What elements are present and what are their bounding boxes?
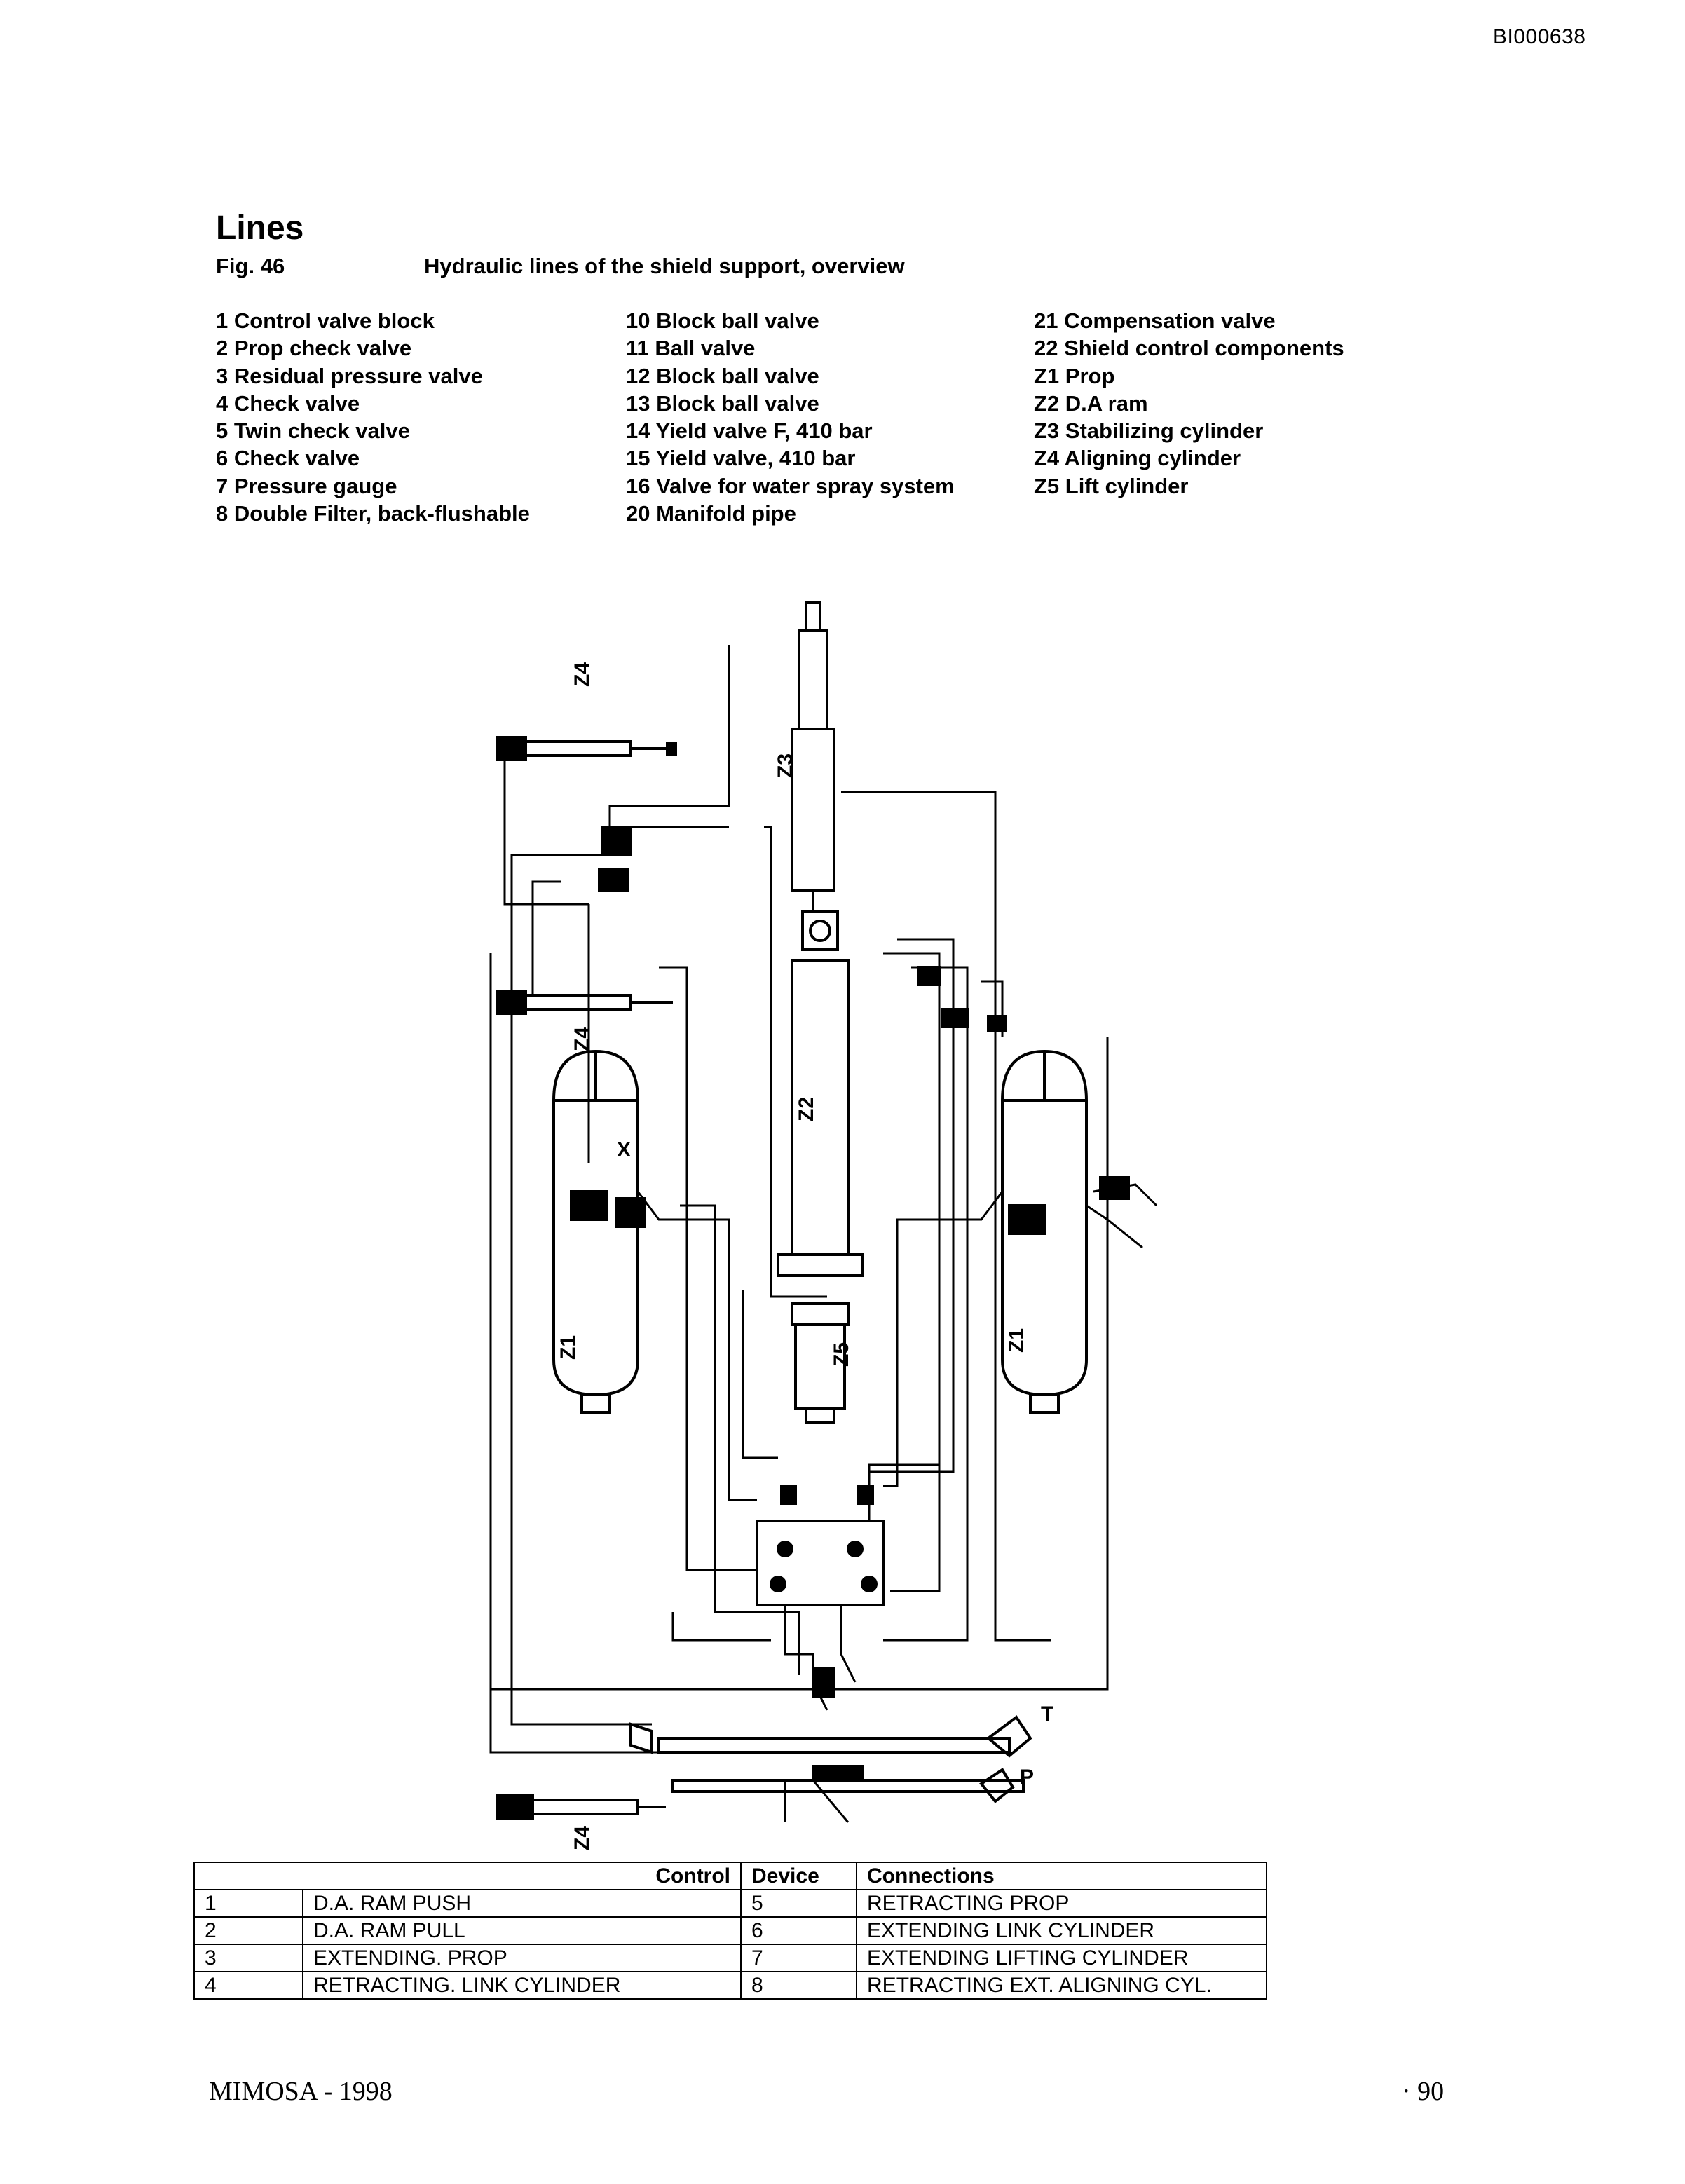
label-z4-top: Z4 [571, 662, 594, 687]
legend-column-1: 1 Control valve block 2 Prop check valve… [216, 307, 530, 527]
legend-item: 3 Residual pressure valve [216, 363, 483, 388]
table-header-row: Control Device Connections [193, 1862, 1268, 1890]
legend-item: 5 Twin check valve [216, 418, 410, 444]
table-row: 4 RETRACTING. LINK CYLINDER 8 RETRACTING… [193, 1971, 1268, 2000]
control-function: D.A. RAM PUSH [301, 1889, 742, 1918]
legend-item: 21 Compensation valve [1034, 308, 1276, 333]
aligning-cylinder-bottom [496, 1794, 666, 1820]
header-device: Device [740, 1862, 858, 1890]
control-function: D.A. RAM PULL [301, 1916, 742, 1945]
label-z5: Z5 [830, 1342, 853, 1367]
legend-item: 13 Block ball valve [626, 390, 819, 416]
legend-item: 2 Prop check valve [216, 336, 412, 361]
stabilizing-cylinder [791, 601, 835, 911]
legend-item: 8 Double Filter, back-flushable [216, 501, 530, 526]
connections-table: Control Device Connections 1 D.A. RAM PU… [193, 1862, 1268, 2000]
aligning-cylinder-middle [496, 990, 673, 1015]
row-number: 4 [193, 1971, 303, 2000]
legend-item: Z2 D.A ram [1034, 390, 1148, 416]
header-connections: Connections [856, 1862, 1268, 1890]
label-z3: Z3 [774, 753, 797, 778]
footer-publication: MIMOSA - 1998 [209, 2077, 393, 2106]
legend-item: Z4 Aligning cylinder [1034, 446, 1241, 471]
legend-item: 14 Yield valve F, 410 bar [626, 418, 873, 444]
connection-function: EXTENDING LIFTING CYLINDER [856, 1944, 1268, 1972]
legend-item: Z5 Lift cylinder [1034, 473, 1189, 498]
control-function: EXTENDING. PROP [301, 1944, 742, 1972]
label-z4-middle: Z4 [571, 1027, 594, 1051]
device-number: 8 [740, 1971, 858, 2000]
legend-item: 10 Block ball valve [626, 308, 819, 333]
manifold-pipes [629, 1715, 1032, 1803]
control-valve-block [756, 1520, 885, 1606]
connection-function: EXTENDING LINK CYLINDER [856, 1916, 1268, 1945]
table-row: 2 D.A. RAM PULL 6 EXTENDING LINK CYLINDE… [193, 1916, 1268, 1945]
hydraulic-schematic: Z4 Z4 Z4 Z3 Z2 Z5 Z1 Z1 T P X [489, 601, 1158, 1850]
prop-cylinder-right [1001, 1049, 1088, 1414]
control-function: RETRACTING. LINK CYLINDER [301, 1971, 742, 2000]
valve-cluster [570, 826, 1130, 1779]
legend-item: 6 Check valve [216, 446, 360, 471]
row-number: 2 [193, 1916, 303, 1945]
device-number: 7 [740, 1944, 858, 1972]
label-z4-bottom: Z4 [571, 1826, 594, 1850]
row-number: 3 [193, 1944, 303, 1972]
label-z1-left: Z1 [557, 1335, 580, 1360]
device-number: 6 [740, 1916, 858, 1945]
label-z2: Z2 [795, 1097, 818, 1121]
page-number: · 90 [1402, 2077, 1445, 2106]
figure-caption: Hydraulic lines of the shield support, o… [424, 254, 905, 278]
row-number: 1 [193, 1889, 303, 1918]
legend-item: Z3 Stabilizing cylinder [1034, 418, 1264, 444]
section-title: Lines [216, 210, 304, 247]
da-ram [777, 910, 864, 1277]
label-z1-right: Z1 [1005, 1328, 1028, 1353]
legend-item: 16 Valve for water spray system [626, 473, 955, 498]
legend-item: 7 Pressure gauge [216, 473, 397, 498]
legend-column-3: 21 Compensation valve 22 Shield control … [1034, 307, 1344, 500]
legend-item: 11 Ball valve [626, 336, 756, 361]
label-x: X [617, 1138, 631, 1161]
legend-item: Z1 Prop [1034, 363, 1115, 388]
legend-item: 4 Check valve [216, 390, 360, 416]
table-row: 3 EXTENDING. PROP 7 EXTENDING LIFTING CY… [193, 1944, 1268, 1972]
hydraulic-lines [489, 645, 1158, 1823]
prop-cylinder-left [552, 1049, 639, 1414]
legend-item: 12 Block ball valve [626, 363, 819, 388]
legend-column-2: 10 Block ball valve 11 Ball valve 12 Blo… [626, 307, 955, 527]
connection-function: RETRACTING PROP [856, 1889, 1268, 1918]
legend-item: 1 Control valve block [216, 308, 435, 333]
header-control: Control [193, 1862, 742, 1890]
legend-item: 22 Shield control components [1034, 336, 1344, 361]
device-number: 5 [740, 1889, 858, 1918]
label-t: T [1041, 1702, 1053, 1726]
document-id: BI000638 [1493, 25, 1586, 48]
legend-item: 20 Manifold pipe [626, 501, 796, 526]
figure-label: Fig. 46 [216, 254, 285, 278]
label-p: P [1020, 1766, 1034, 1789]
connection-function: RETRACTING EXT. ALIGNING CYL. [856, 1971, 1268, 2000]
table-row: 1 D.A. RAM PUSH 5 RETRACTING PROP [193, 1889, 1268, 1918]
legend-item: 15 Yield valve, 410 bar [626, 446, 856, 471]
lift-cylinder [791, 1302, 850, 1424]
aligning-cylinder-top [496, 736, 677, 761]
